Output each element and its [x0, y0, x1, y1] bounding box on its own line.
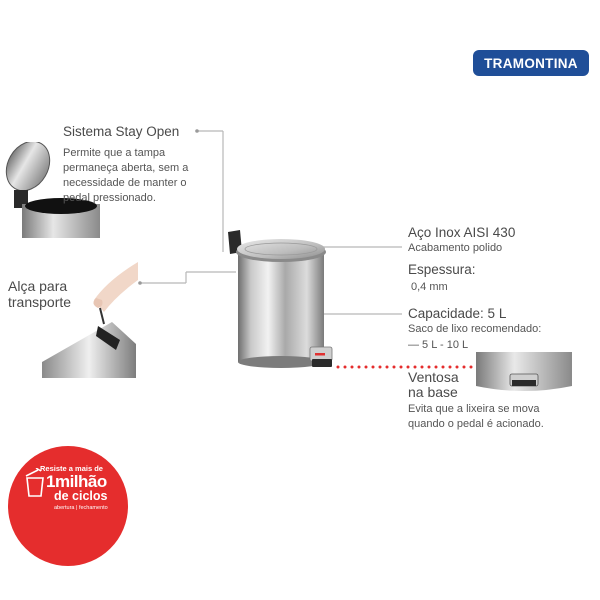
- badge-line-4: abertura | fechamento: [54, 505, 108, 511]
- title-line: Alça para: [8, 278, 68, 294]
- trash-can-main-image: [228, 230, 333, 368]
- stay-open-thumbnail-image: [5, 142, 100, 238]
- capacity-title: Capacidade: 5 L: [408, 306, 507, 321]
- steel-title: Aço Inox AISI 430: [408, 225, 516, 240]
- stay-open-title: Sistema Stay Open: [63, 124, 180, 139]
- million-cycles-badge: Resiste a mais de 1milhão de ciclos aber…: [8, 446, 128, 566]
- title-line: Ventosa: [408, 369, 459, 385]
- suction-base-thumbnail-image: [476, 352, 572, 391]
- desc-line: Evita que a lixeira se mova: [408, 403, 540, 415]
- capacity-description: Saco de lixo recomendado:: [408, 323, 542, 335]
- handle-title: Alça para transporte: [8, 278, 71, 310]
- capacity-range: — 5 L - 10 L: [408, 339, 469, 351]
- title-line: na base: [408, 384, 458, 400]
- suction-title: Ventosa na base: [408, 370, 459, 400]
- desc-line: pedal pressionado.: [63, 192, 156, 204]
- stay-open-description: Permite que a tampa permaneça aberta, se…: [63, 146, 188, 206]
- suction-description: Evita que a lixeira se mova quando o ped…: [408, 402, 544, 432]
- brand-logo: TRAMONTINA: [473, 50, 589, 76]
- title-line: transporte: [8, 294, 72, 310]
- badge-line-1: Resiste a mais de: [40, 464, 103, 473]
- steel-description: Acabamento polido: [408, 242, 503, 254]
- badge-line-3: de ciclos: [54, 489, 108, 503]
- thickness-title: Espessura:: [408, 262, 476, 277]
- desc-line: necessidade de manter o: [63, 177, 187, 189]
- trash-bin-icon: [25, 468, 44, 497]
- desc-line: Permite que a tampa: [63, 147, 166, 159]
- desc-line: quando o pedal é acionado.: [408, 418, 544, 430]
- desc-line: permaneça aberta, sem a: [63, 162, 189, 174]
- badge-line-2: 1milhão: [46, 472, 107, 491]
- handle-thumbnail-image: [42, 262, 138, 378]
- thickness-value: 0,4 mm: [411, 281, 448, 293]
